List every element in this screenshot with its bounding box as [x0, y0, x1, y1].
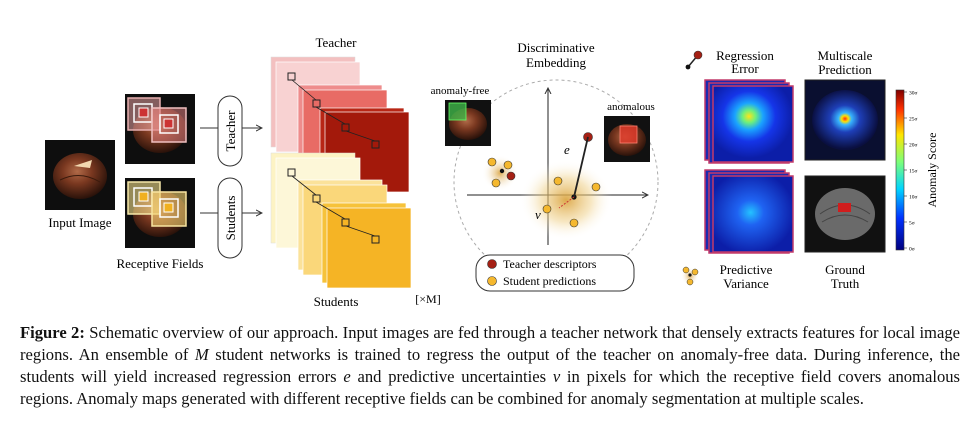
regression-error-label-line2: Error — [731, 61, 759, 76]
predictive-variance-label-line2: Variance — [723, 276, 769, 291]
ground-truth-label-line1: Ground — [825, 262, 865, 277]
schematic-figure: Input Image Receptive Fields Teacher Stu… — [45, 35, 939, 309]
embedding-legend: Teacher descriptors Student predictions — [475, 254, 635, 292]
legend-student-text: Student predictions — [503, 274, 596, 288]
embedding-title-line1: Discriminative — [517, 40, 594, 55]
predictive-variance-maps — [704, 169, 794, 254]
v-symbol: v — [535, 207, 541, 222]
colorbar-tick-label: 10σ — [909, 195, 918, 201]
teacher-stack-title: Teacher — [316, 35, 358, 50]
teacher-point-anomaly-free — [506, 171, 516, 181]
legend-student-marker — [487, 276, 497, 286]
colorbar-tick-label: 30σ — [909, 91, 918, 97]
input-image-label: Input Image — [48, 215, 111, 230]
student-mean-point — [499, 168, 505, 174]
multiscale-label-line1: Multiscale — [818, 48, 873, 63]
caption-text-4: in pixels for which the receptive field … — [20, 367, 960, 408]
embedding-title-line2: Embedding — [526, 55, 586, 70]
colorbar-title: Anomaly Score — [925, 133, 939, 208]
colorbar-tick-label: 0σ — [909, 247, 915, 253]
colorbar-tick-label: 20σ — [909, 143, 918, 149]
ensemble-multiplier: [×M] — [415, 292, 440, 306]
student-point — [569, 218, 579, 228]
students-network-box: Students — [217, 177, 243, 259]
anomaly-free-label: anomaly-free — [431, 85, 490, 97]
teacher-network-label: Teacher — [223, 110, 238, 152]
caption-label: Figure 2: — [20, 323, 85, 342]
input-image — [45, 140, 115, 210]
student-point — [491, 178, 501, 188]
receptive-field-students-image — [125, 178, 195, 248]
student-point — [503, 160, 513, 170]
caption-text-2: student networks is trained to regress t… — [20, 345, 960, 386]
colorbar-tick-label: 25σ — [909, 117, 918, 123]
regression-error-icon — [685, 50, 703, 70]
ground-truth-map — [804, 175, 886, 253]
colorbar-tick-label: 5σ — [909, 221, 915, 227]
anomaly-score-colorbar: 30σ 25σ 20σ 15σ 10σ 5σ 0σ — [895, 89, 918, 253]
e-symbol: e — [564, 142, 570, 157]
receptive-field-teacher-image — [125, 94, 195, 164]
students-feature-stack — [270, 152, 412, 289]
regression-error-label-line1: Regression — [716, 48, 774, 63]
ground-truth-label-line2: Truth — [831, 276, 860, 291]
caption-symbol-e: e — [343, 367, 351, 386]
anomaly-free-thumbnail — [445, 100, 491, 146]
regression-error-maps — [704, 79, 794, 164]
caption-text-3: and predictive uncertainties — [350, 367, 553, 386]
student-point — [542, 204, 552, 214]
anomalous-thumbnail — [604, 116, 650, 162]
predictive-variance-label-line1: Predictive — [720, 262, 773, 277]
teacher-network-box: Teacher — [217, 95, 243, 167]
caption-symbol-M: M — [194, 345, 209, 364]
predictive-variance-glow — [520, 160, 612, 240]
multiscale-prediction-map — [804, 79, 886, 161]
student-point — [553, 176, 563, 186]
colorbar-tick-label: 15σ — [909, 169, 918, 175]
students-network-label: Students — [223, 196, 238, 241]
students-stack-title: Students — [314, 294, 359, 309]
receptive-fields-label: Receptive Fields — [116, 256, 203, 271]
predictive-variance-icon — [681, 266, 699, 286]
caption-text-1: Schematic overview of our approach. Inpu… — [20, 323, 960, 364]
regression-error-line — [573, 136, 589, 198]
student-point — [487, 157, 497, 167]
figure-caption: Figure 2: Schematic overview of our appr… — [20, 322, 960, 410]
legend-teacher-marker — [487, 259, 497, 269]
variance-line — [558, 196, 575, 209]
student-point — [591, 182, 601, 192]
embedding-boundary — [453, 79, 659, 285]
multiscale-label-line2: Prediction — [818, 62, 872, 77]
anomalous-label: anomalous — [607, 101, 655, 113]
caption-symbol-v: v — [552, 367, 561, 386]
legend-teacher-text: Teacher descriptors — [503, 257, 597, 271]
